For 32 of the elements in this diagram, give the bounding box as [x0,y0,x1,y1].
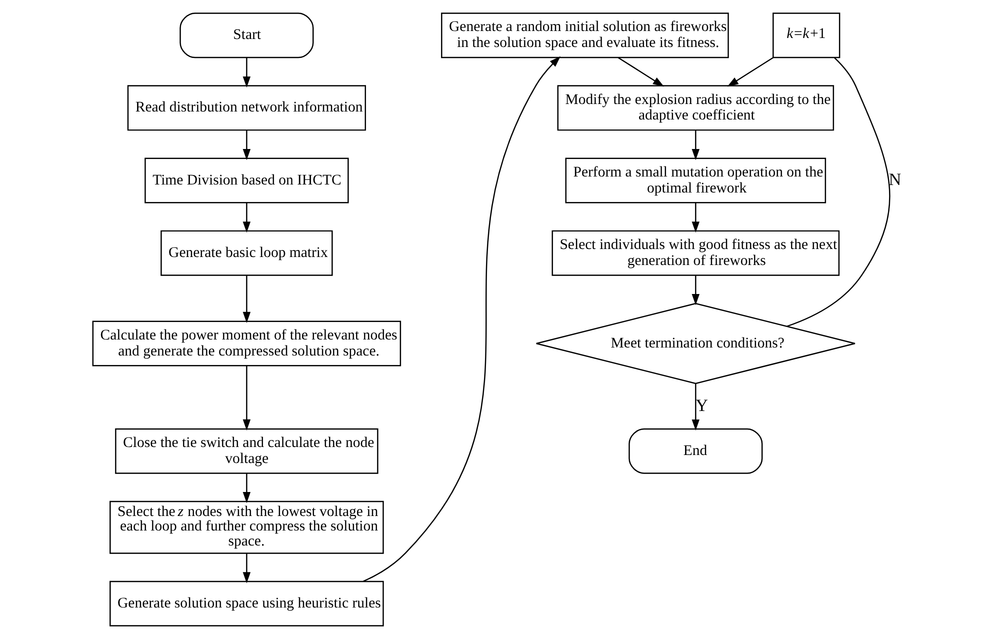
arrow [691,202,700,233]
arrow [242,202,250,233]
node-box: Select individuals with good fitness as the next generation of fireworks [551,230,840,276]
node-box: Modify the explosion radius according to the adaptive coefficient [556,85,834,131]
node-box: End [628,428,762,474]
node-diamond: Meet termination conditions? [535,302,856,384]
arrow [242,276,250,324]
edge-label: Y [695,396,708,415]
edge-label: N [888,170,901,190]
node-box: Start [179,12,314,58]
arrow [242,473,250,504]
arrow [242,554,250,584]
arrow [691,276,700,306]
arrow [617,57,664,87]
connector [786,57,890,327]
node-box: Close the tie switch and calculate the node voltage [114,428,378,474]
arrow [242,58,250,88]
arrow [691,384,700,431]
arrow [362,56,560,582]
node-box: Perform a small mutation operation on the optimal firework [564,158,826,204]
node-box: Select the z nodes with the lowest voltage in each loop and further compress the solution space. [109,500,384,554]
arrow [242,130,250,160]
node-box: Generate solution space using heuristic rules [109,580,384,626]
arrow [242,366,250,430]
node-box: k=k+1 [772,12,840,58]
arrow [726,57,773,87]
node-box: Generate basic loop matrix [160,230,332,276]
node-box: Time Division based on IHCTC [144,158,348,204]
arrow [691,130,700,160]
node-box: Calculate the power moment of the relevant nodes and generate the compressed solution space. [92,320,401,366]
node-box: Generate a random initial solution as fireworks in the solution space and evaluate its fitness. [440,12,728,58]
node-box: Read distribution network information [126,85,366,131]
